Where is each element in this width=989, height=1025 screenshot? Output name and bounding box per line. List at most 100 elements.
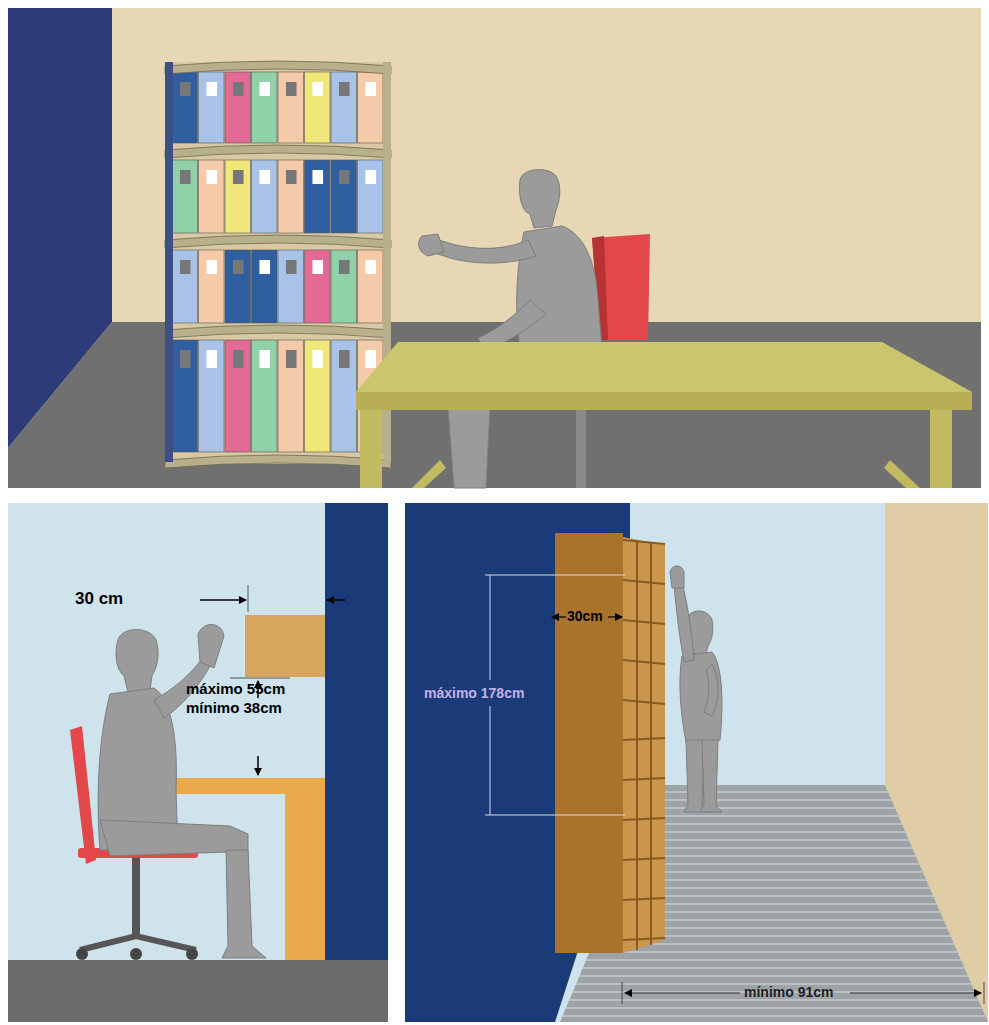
dimension-label: 30 cm — [75, 590, 123, 609]
shelf-board — [623, 700, 665, 704]
binder — [358, 72, 384, 143]
shelf-board — [165, 325, 391, 338]
table-leg — [930, 410, 952, 488]
floor-board-line — [623, 871, 923, 873]
shelf-board — [623, 938, 665, 940]
binder-label — [365, 260, 376, 274]
chair-post — [576, 408, 586, 488]
binder-label — [206, 350, 217, 368]
binder — [358, 250, 384, 323]
table-top — [356, 342, 972, 392]
binder — [278, 160, 304, 233]
binder — [225, 72, 251, 143]
dimension-arrow — [200, 599, 246, 601]
binder-label — [180, 350, 191, 368]
binder — [225, 250, 251, 323]
shelf-board — [623, 540, 665, 544]
binder-label — [206, 260, 217, 274]
panel-office — [8, 8, 981, 488]
binder-label — [365, 350, 376, 368]
floor-board-line — [620, 879, 926, 881]
binder — [252, 250, 278, 323]
binder — [172, 250, 198, 323]
extension-line — [984, 982, 985, 1004]
shelf-board — [623, 738, 665, 740]
chair-wheel — [186, 948, 198, 960]
desk-panel — [285, 794, 325, 960]
extension-line — [248, 585, 249, 612]
binder-label — [206, 170, 217, 184]
floor — [8, 960, 388, 1022]
binder-label — [312, 350, 323, 368]
binder — [172, 340, 198, 452]
binder — [305, 160, 331, 233]
binder-label — [180, 82, 191, 96]
binder — [358, 160, 384, 233]
extension-line — [485, 815, 625, 816]
binder — [252, 160, 278, 233]
binder — [331, 340, 357, 452]
binder — [172, 160, 198, 233]
binder-label — [312, 260, 323, 274]
binder-label — [233, 82, 244, 96]
binder — [278, 72, 304, 143]
dimension-arrow — [552, 616, 566, 617]
floor-board-line — [627, 863, 920, 865]
binder-label — [339, 170, 350, 184]
floor — [8, 322, 981, 488]
binder-label — [286, 82, 297, 96]
chair-wheel — [76, 948, 88, 960]
table-foot — [884, 460, 920, 488]
desk-top — [158, 778, 325, 794]
binder — [199, 160, 225, 233]
binder — [252, 340, 278, 452]
dimension-line — [490, 575, 491, 680]
binder-label — [259, 82, 270, 96]
shelf-side — [165, 62, 173, 462]
standing-person — [670, 566, 722, 812]
chair-base — [80, 936, 196, 950]
dimension-label: mínimo 38cm — [186, 700, 282, 717]
panel-seated — [8, 503, 388, 1022]
floor-board-line — [590, 951, 958, 953]
extension-line — [485, 575, 625, 576]
shelf-board — [623, 620, 665, 624]
table-leg — [360, 410, 382, 488]
background — [405, 503, 988, 1022]
shelf-board — [623, 898, 665, 900]
floor-board-line — [637, 839, 909, 841]
binder-label — [259, 260, 270, 274]
binder — [199, 250, 225, 323]
dimension-arrow — [608, 616, 622, 617]
binder — [278, 340, 304, 452]
binder — [305, 72, 331, 143]
bookshelf-front — [623, 537, 665, 953]
binder-label — [180, 170, 191, 184]
shelf-board — [165, 455, 391, 468]
binder-label — [312, 82, 323, 96]
floor-board-line — [647, 815, 899, 817]
binder-label — [259, 170, 270, 184]
dimension-label: 30cm — [567, 609, 603, 624]
bookshelf-side — [555, 533, 623, 953]
floor-board-line — [640, 831, 905, 833]
shelf-board — [623, 660, 665, 664]
binder — [331, 160, 357, 233]
binder — [199, 340, 225, 452]
floor-board-line — [633, 847, 912, 849]
seated-person — [419, 170, 602, 488]
binder-label — [339, 82, 350, 96]
chair-back — [592, 234, 650, 340]
bookshelf-compartments — [623, 540, 665, 950]
wall-shelf — [245, 615, 325, 677]
binder — [331, 72, 357, 143]
binder — [225, 160, 251, 233]
floor-board-line — [583, 967, 965, 969]
dimension-arrow — [257, 756, 259, 775]
shelf-divider — [650, 543, 652, 945]
binder — [252, 72, 278, 143]
back-wall — [8, 8, 981, 488]
dimension-label: máximo 178cm — [424, 686, 524, 701]
